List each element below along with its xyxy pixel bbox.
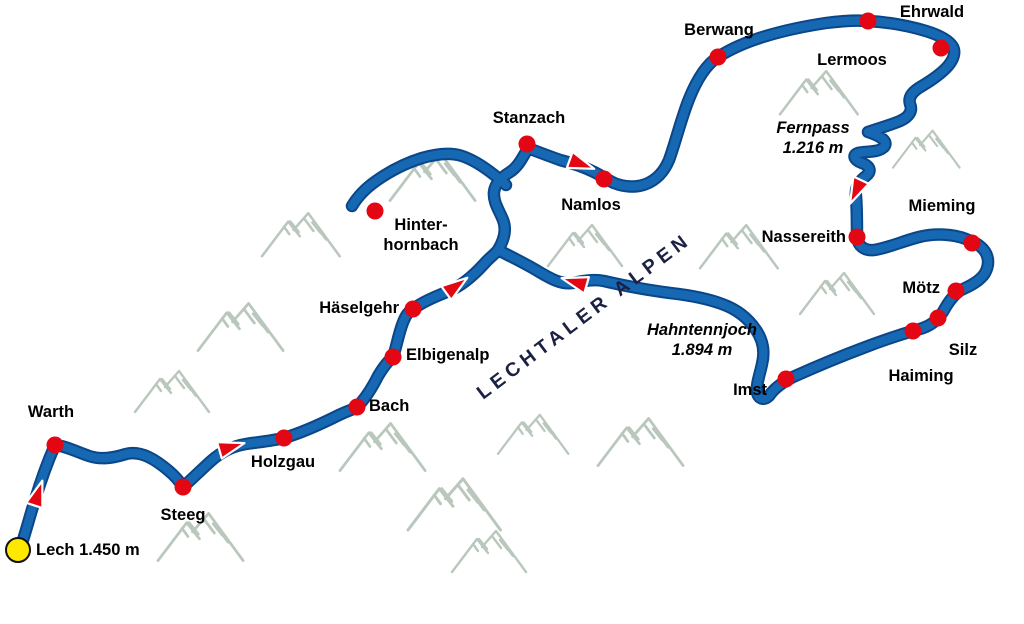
route-spur (347, 149, 511, 211)
mountain-icon (450, 529, 528, 574)
mountain-icon (798, 271, 876, 316)
marker-silz (929, 309, 947, 327)
label-bach: Bach (369, 397, 410, 415)
marker-imst (777, 370, 795, 388)
route-layer (13, 14, 995, 556)
mountain-icon (596, 417, 685, 467)
label-steeg: Steeg (160, 506, 206, 524)
direction-arrow-icon (440, 276, 469, 302)
label-lech: Lech 1.450 m (36, 541, 140, 559)
label-fernpass: Fernpass 1.216 m (776, 119, 850, 157)
label-elbigenalp: Elbigenalp (406, 346, 490, 364)
label-holzgau: Holzgau (250, 453, 316, 471)
marker-holzgau (275, 429, 293, 447)
marker-mieming (963, 234, 981, 252)
label-hinterhornbach: Hinter- hornbach (383, 216, 459, 254)
mountain-icon (406, 477, 502, 532)
label-lermoos: Lermoos (817, 51, 887, 69)
marker-haiming (904, 322, 922, 340)
label-haiming: Haiming (888, 367, 954, 385)
mountain-icon (196, 302, 285, 352)
direction-arrow-icon (216, 441, 246, 460)
marker-motz (947, 282, 965, 300)
marker-hinterhornbach (366, 202, 384, 220)
start-marker-lech (5, 537, 31, 563)
direction-arrows (25, 150, 870, 510)
label-warth: Warth (27, 403, 75, 421)
direction-arrow-icon (848, 175, 870, 205)
label-ehrwald: Ehrwald (899, 3, 965, 21)
marker-lermoos (859, 12, 877, 30)
marker-haselgehr (404, 300, 422, 318)
marker-ehrwald (932, 39, 950, 57)
label-imst: Imst (733, 381, 767, 399)
mountain-icon (891, 129, 961, 169)
marker-nassereith (848, 228, 866, 246)
marker-namlos (595, 170, 613, 188)
label-stanzach: Stanzach (492, 109, 566, 127)
direction-arrow-icon (565, 150, 596, 170)
label-namlos: Namlos (561, 196, 621, 214)
marker-elbigenalp (384, 348, 402, 366)
marker-berwang (709, 48, 727, 66)
label-nassereith: Nassereith (761, 228, 846, 246)
label-berwang: Berwang (684, 21, 754, 39)
mountain-icon (338, 422, 427, 472)
mountain-icon (133, 369, 211, 414)
mountain-icon (496, 413, 570, 455)
label-mieming: Mieming (908, 197, 976, 215)
mountain-icon (778, 69, 859, 116)
marker-bach (348, 398, 366, 416)
label-silz: Silz (948, 341, 978, 359)
label-motz: Mötz (902, 279, 940, 297)
mountain-icon (546, 223, 624, 268)
label-haselgehr: Häselgehr (319, 299, 399, 317)
marker-warth (46, 436, 64, 454)
label-hahntennjoch: Hahntennjoch 1.894 m (647, 321, 757, 359)
mountain-icon (260, 211, 341, 258)
direction-arrow-icon (560, 276, 590, 295)
marker-steeg (174, 478, 192, 496)
marker-stanzach (518, 135, 536, 153)
route-main (15, 16, 993, 554)
direction-arrow-icon (25, 479, 44, 510)
